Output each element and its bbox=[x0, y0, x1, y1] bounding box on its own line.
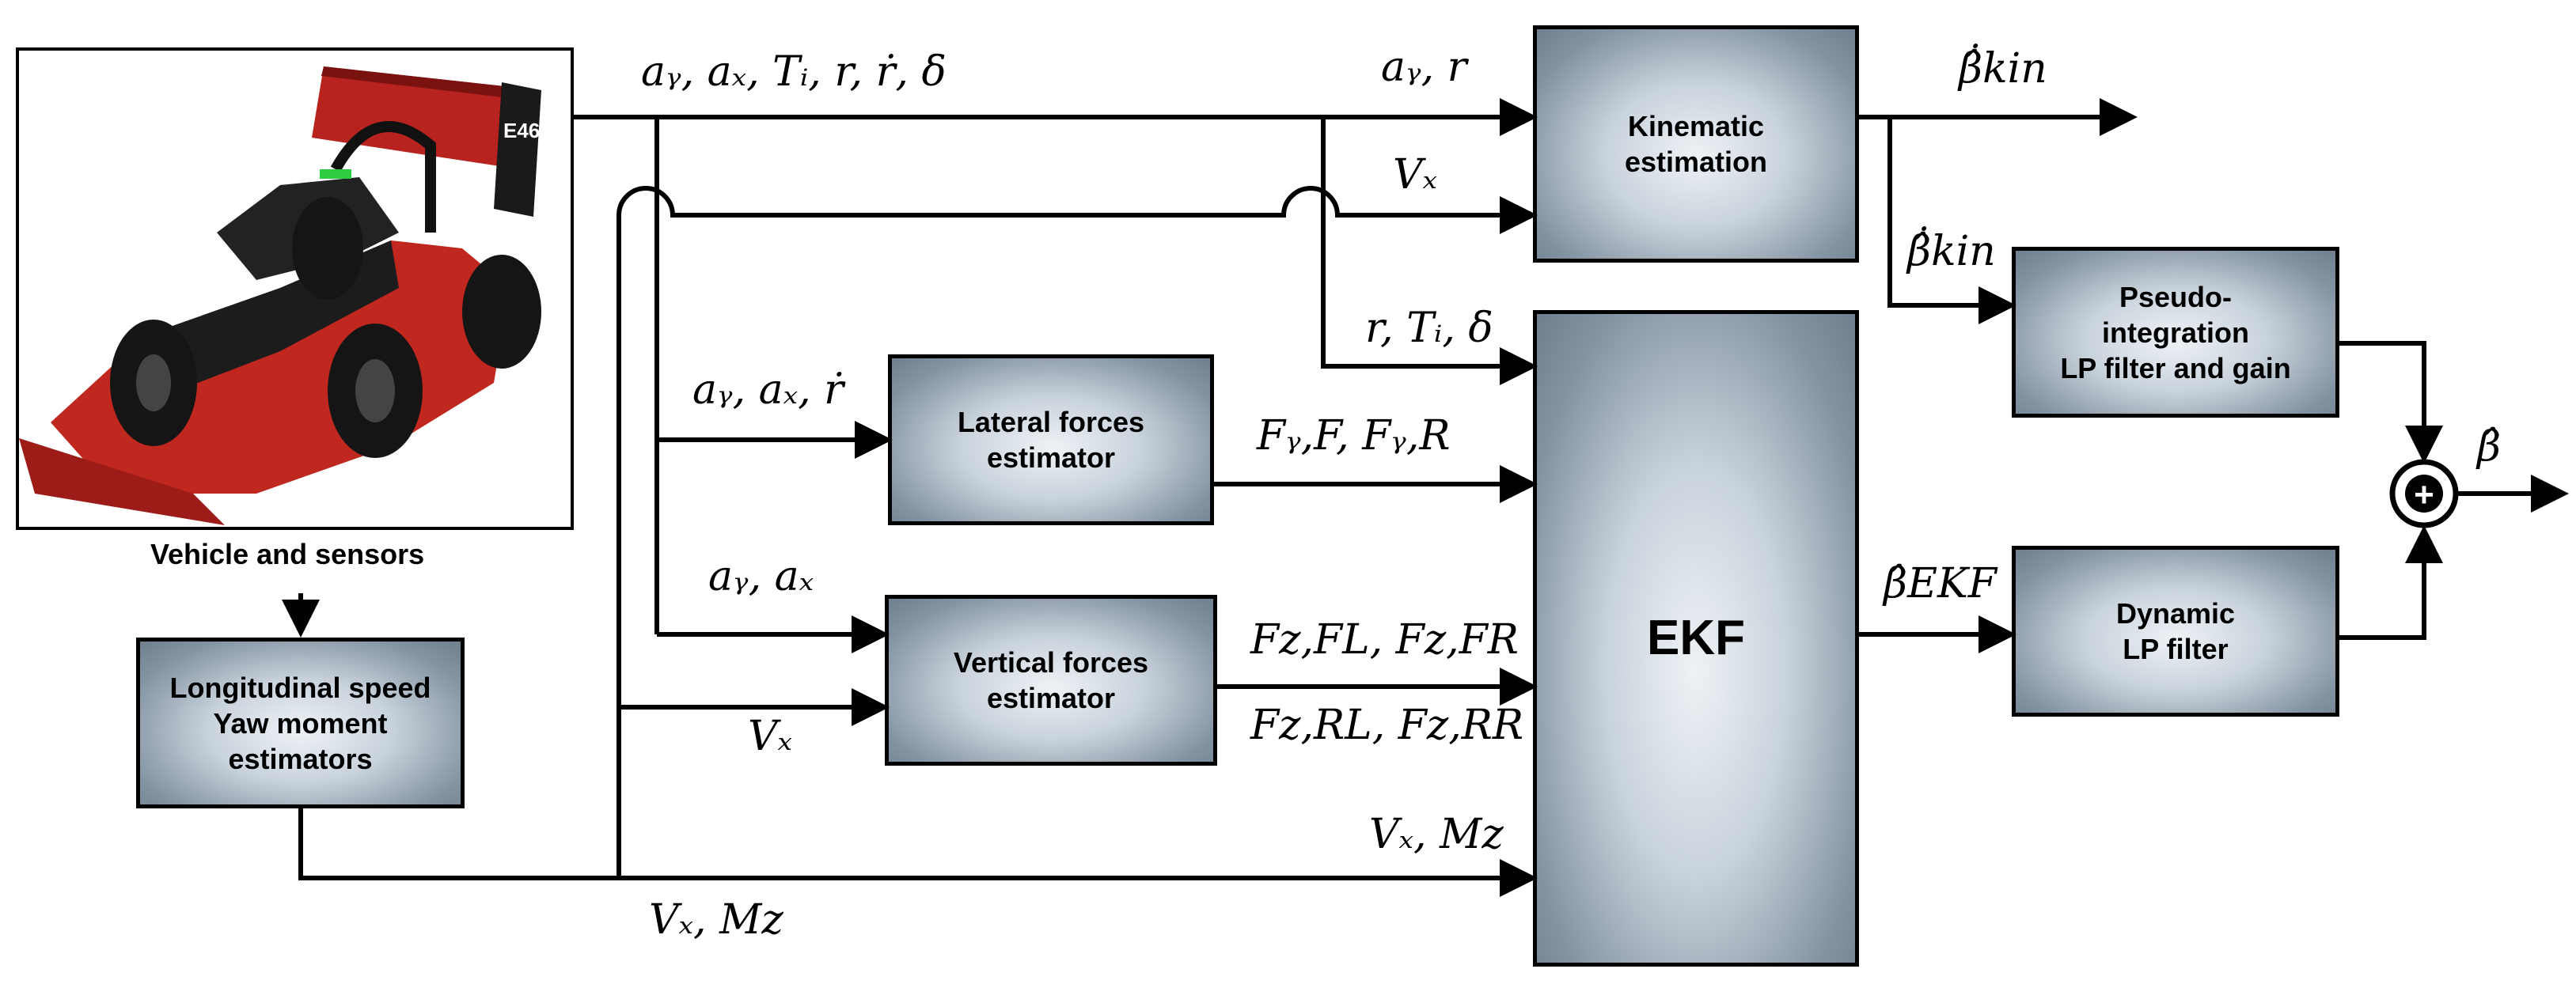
lateral-forces-block: Lateral forces estimator bbox=[888, 354, 1214, 525]
wire-kin-to-pseudo bbox=[1887, 117, 2016, 324]
wire-pseudo-to-sum bbox=[2339, 341, 2443, 464]
lateral-forces-label: Lateral forces estimator bbox=[957, 406, 1145, 474]
label-vertical-out-1: Fz,FL, Fz,FR bbox=[1250, 616, 1519, 664]
race-car-illustration: E46 bbox=[19, 66, 541, 525]
longitudinal-estimator-block: Longitudinal speed Yaw moment estimators bbox=[136, 638, 465, 808]
wire-dynamic-to-sum bbox=[2339, 525, 2443, 640]
car-number-label: E46 bbox=[503, 119, 540, 142]
label-lateral-out: Fᵧ,F, Fᵧ,R bbox=[1256, 412, 1451, 460]
kinematic-estimation-label: Kinematic estimation bbox=[1624, 110, 1768, 178]
vehicle-caption: Vehicle and sensors bbox=[150, 538, 425, 570]
label-sensors-out: aᵧ, aₓ, Tᵢ, r, ṙ, δ bbox=[641, 48, 947, 96]
label-to-ekf-top: r, Tᵢ, δ bbox=[1365, 305, 1493, 352]
dynamic-lp-filter-block: Dynamic LP filter bbox=[2012, 546, 2339, 717]
dynamic-lp-filter-label: Dynamic LP filter bbox=[2115, 597, 2236, 665]
label-to-kinematic-top: aᵧ, r bbox=[1381, 44, 1470, 91]
longitudinal-estimator-label: Longitudinal speed Yaw moment estimators bbox=[169, 671, 431, 775]
label-vertical-out-2: Fz,RL, Fz,RR bbox=[1250, 702, 1523, 749]
label-kin-to-pseudo: β̂̇kin bbox=[1906, 226, 1996, 275]
label-to-vertical: aᵧ, aₓ bbox=[708, 553, 814, 600]
sum-symbol: + bbox=[2414, 475, 2434, 514]
vertical-forces-block: Vertical forces estimator bbox=[885, 595, 1217, 766]
pseudo-integration-block: Pseudo- integration LP filter and gain bbox=[2012, 247, 2339, 418]
wire-long-output bbox=[298, 808, 1538, 897]
wire-vx-kinematic bbox=[616, 186, 1538, 878]
label-vx-vertical: Vₓ bbox=[748, 713, 792, 760]
ekf-block: EKF bbox=[1533, 310, 1859, 967]
wire-to-ekf-top bbox=[1321, 117, 1538, 385]
label-vx-mz-bottom: Vₓ, Mz bbox=[649, 896, 783, 944]
kinematic-estimation-block: Kinematic estimation bbox=[1533, 25, 1859, 263]
summing-junction: + bbox=[2389, 459, 2459, 528]
label-vx-mz-ekf: Vₓ, Mz bbox=[1369, 811, 1504, 858]
label-to-lateral: aᵧ, aₓ, ṙ bbox=[692, 366, 846, 414]
label-vx-kinematic: Vₓ bbox=[1393, 151, 1437, 199]
label-kin-out: β̂̇kin bbox=[1957, 44, 2047, 93]
ekf-label: EKF bbox=[1647, 611, 1745, 666]
label-final-out: β̂ bbox=[2475, 423, 2501, 471]
vehicle-image: E46 bbox=[16, 47, 574, 530]
label-ekf-out: β̂EKF bbox=[1882, 560, 1998, 607]
vertical-forces-label: Vertical forces estimator bbox=[953, 646, 1149, 714]
pseudo-integration-label: Pseudo- integration LP filter and gain bbox=[2060, 280, 2291, 384]
